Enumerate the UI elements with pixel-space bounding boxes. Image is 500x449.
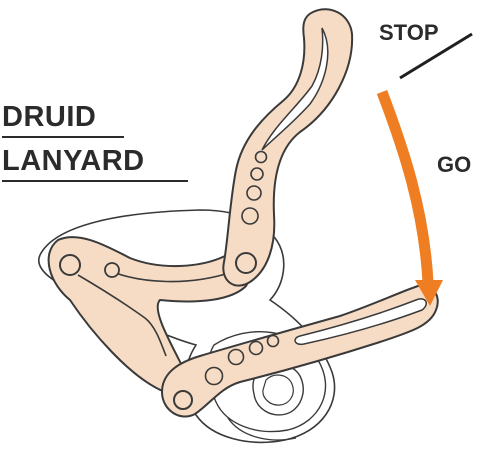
cam-pivot [173,390,193,410]
go-arrow-head [415,280,443,306]
go-label: GO [437,152,472,177]
left-lever-slot [77,274,167,357]
cam-hole-2 [248,340,264,356]
left-lever-slot-2 [107,269,233,283]
diagram-title: DRUID LANYARD [2,100,192,182]
left-lever-pivot-2 [104,262,120,278]
handle-hole-4 [241,207,259,225]
cam-hole-3 [227,348,245,366]
left-lever-pivot [59,254,81,276]
cam-hole-1 [266,334,280,348]
title-line-1: DRUID [2,100,124,138]
device-body-hole-inner [262,374,294,406]
cam-hole-4 [204,366,224,386]
handle-hole-1 [254,150,268,164]
go-arrow-shaft [376,90,434,283]
handle-hole-3 [246,185,262,201]
left-lever [47,236,251,394]
stop-label: STOP [379,20,439,45]
upper-handle [222,8,354,287]
handle-pivot [235,252,257,274]
upper-handle-slot [261,27,329,151]
device-body-lower-curve [227,417,297,441]
handle-hole-2 [250,167,264,181]
cam-lever-slot [294,298,427,346]
title-line-2: LANYARD [2,144,188,182]
stop-line [399,32,473,80]
